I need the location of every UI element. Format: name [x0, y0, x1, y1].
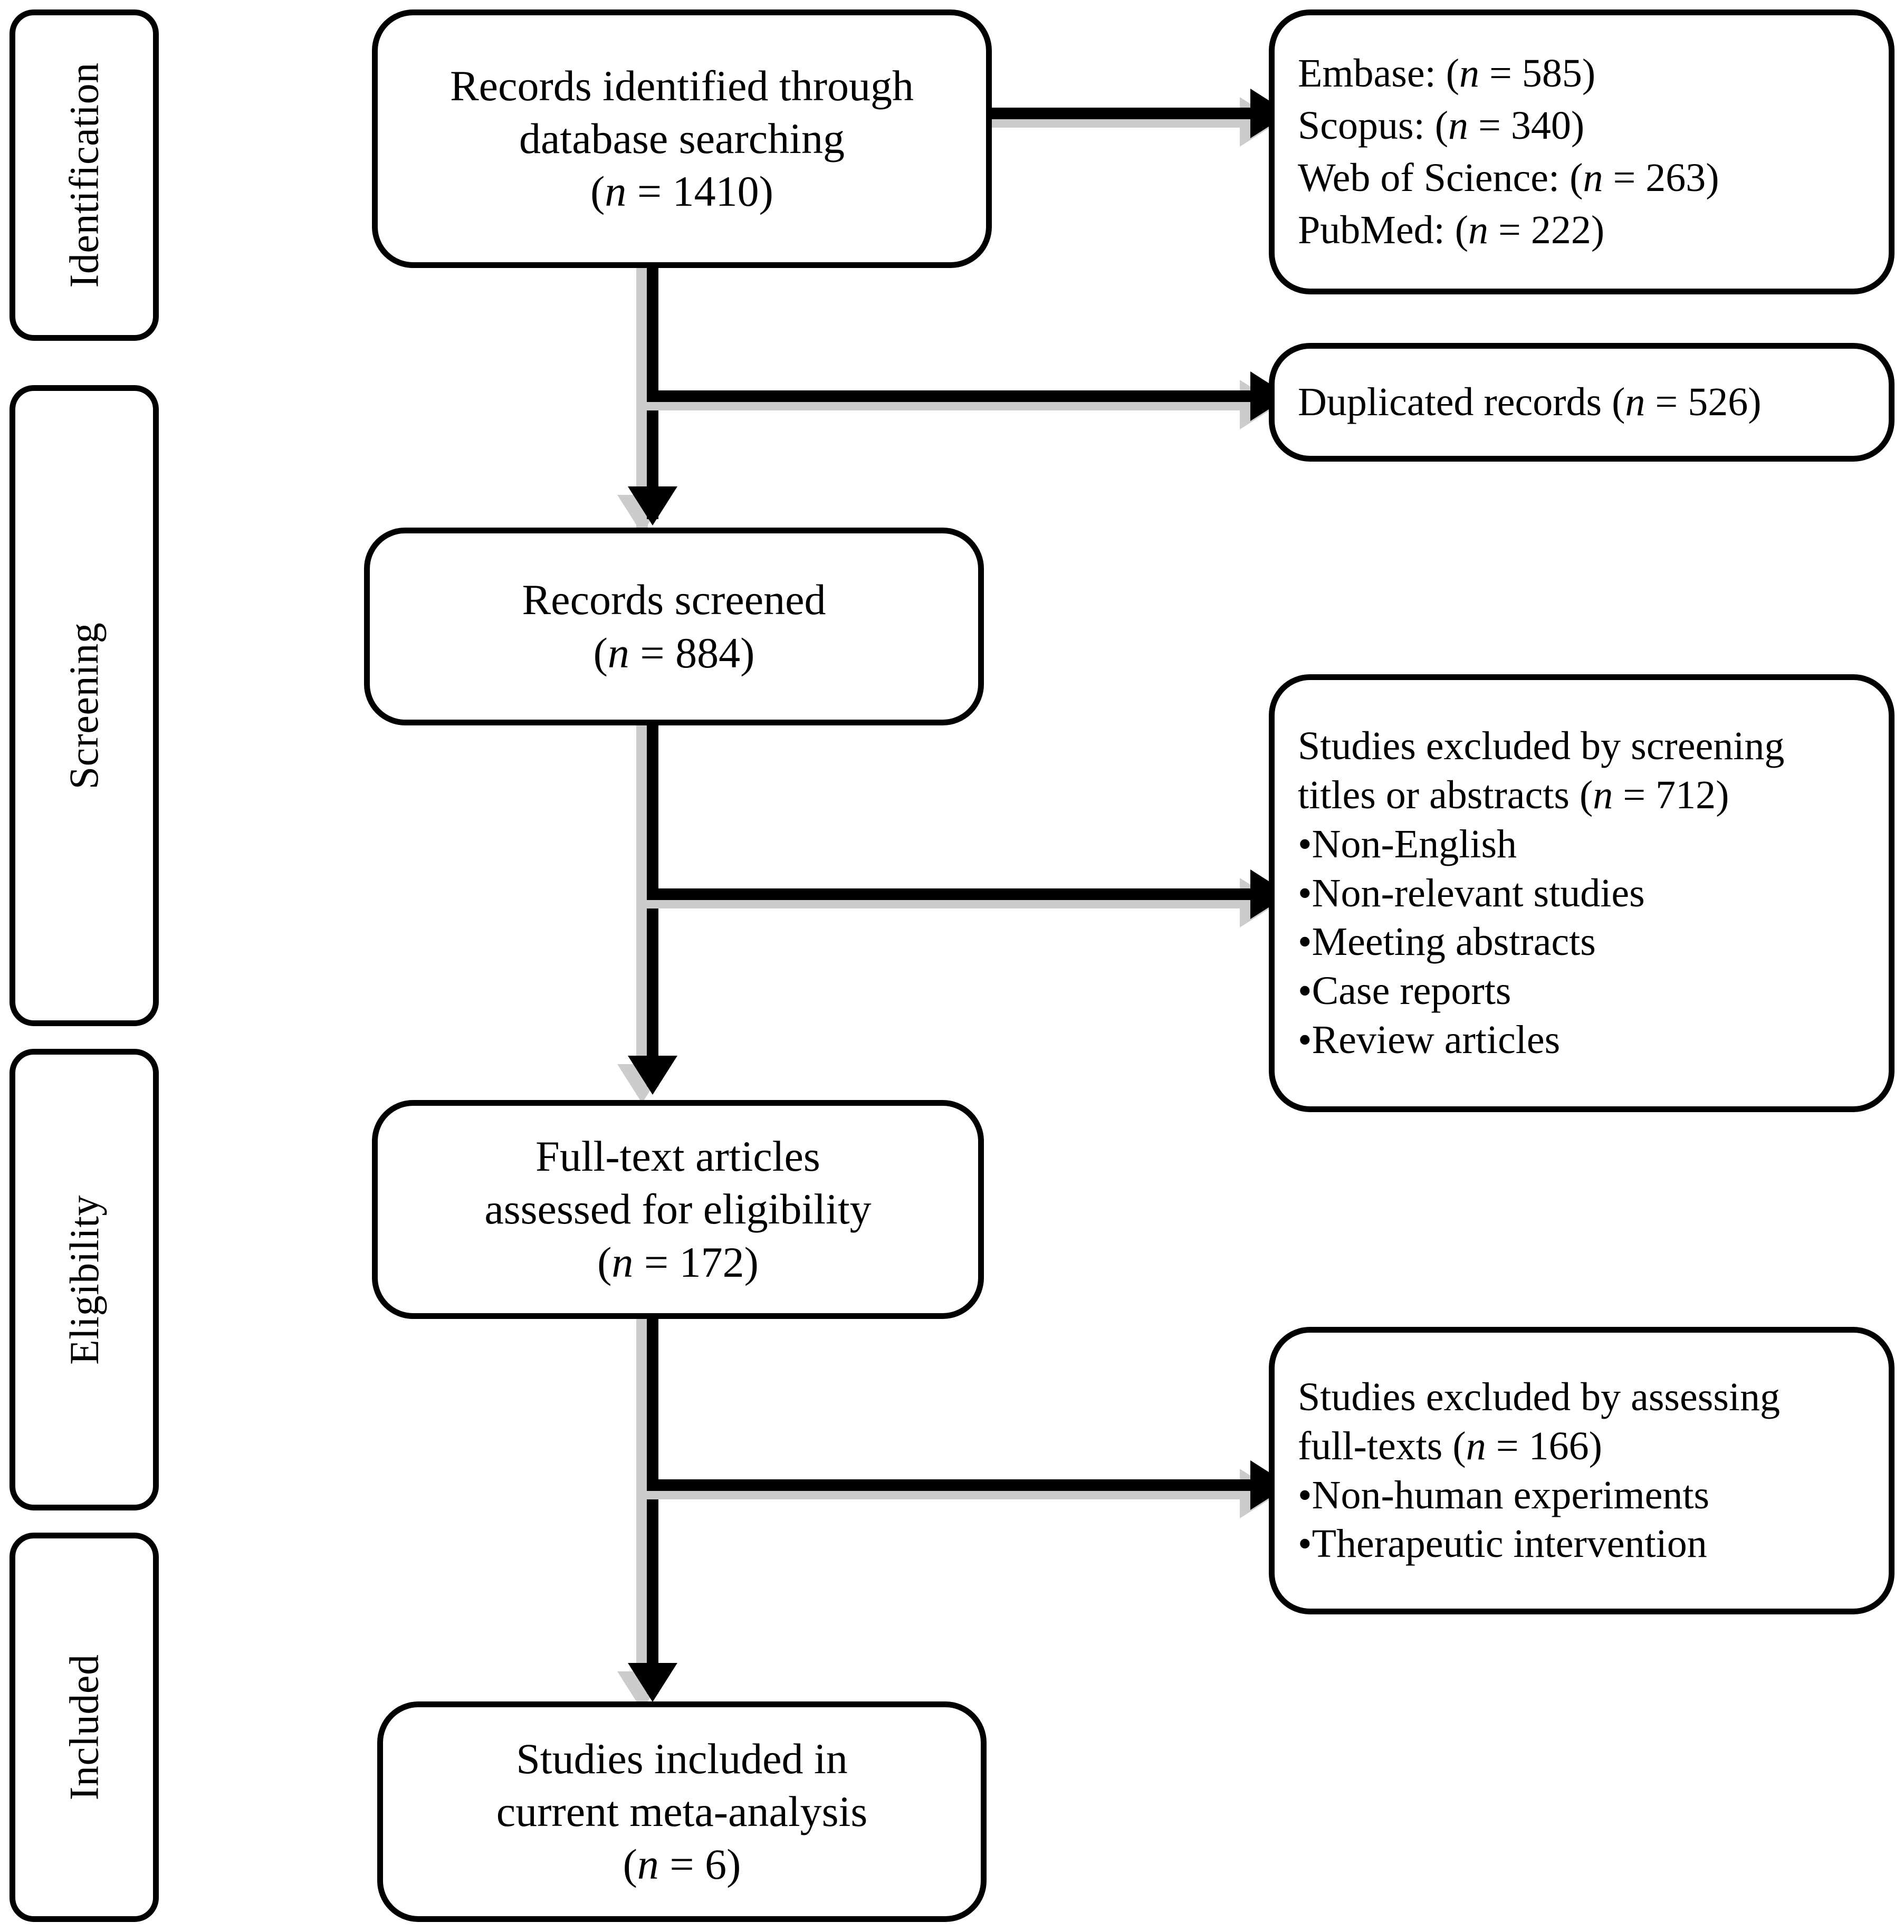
- connector-spine-to-duplicates: [647, 390, 1285, 402]
- italic-n: n: [1448, 103, 1468, 148]
- excluded-screening-bullet-4: •Review articles: [1298, 1017, 1561, 1062]
- italic-n: n: [605, 167, 627, 216]
- arrow-fulltext-to-included: [628, 1663, 677, 1702]
- stage-label-included: Included: [61, 1654, 107, 1801]
- included-line2: current meta-analysis: [496, 1787, 868, 1835]
- connector-identified-to-screened: [647, 255, 658, 519]
- stage-label-screening: Screening: [61, 622, 107, 789]
- records-identified-line2: database searching: [519, 114, 845, 162]
- fulltext-line1: Full-text articles: [535, 1132, 820, 1181]
- box-fulltext-assessed: Full-text articles assessed for eligibil…: [372, 1100, 984, 1319]
- connector-spine-to-excluded-screening: [647, 888, 1285, 900]
- box-duplicated-records: Duplicated records (n = 526): [1269, 343, 1895, 462]
- italic-n: n: [1466, 1423, 1486, 1468]
- connector-shadow-fulltext-to-included: [636, 1319, 648, 1702]
- box-records-identified-text: Records identified through database sear…: [391, 60, 972, 218]
- excluded-fulltext-bullet-1: •Therapeutic intervention: [1298, 1522, 1707, 1566]
- stage-box-identification: Identification: [9, 9, 159, 341]
- italic-n: n: [1468, 207, 1488, 252]
- excluded-screening-line2: titles or abstracts (n = 712): [1298, 773, 1729, 818]
- italic-n: n: [607, 628, 629, 677]
- database-row-web-of-science: Web of Science: (n = 263): [1298, 156, 1719, 200]
- excluded-fulltext-bullet-0: •Non-human experiments: [1298, 1472, 1710, 1517]
- excluded-screening-bullet-2: •Meeting abstracts: [1298, 920, 1596, 964]
- italic-n: n: [611, 1238, 634, 1286]
- excluded-fulltext-line1: Studies excluded by assessing: [1298, 1375, 1781, 1420]
- records-identified-line1: Records identified through: [449, 61, 914, 110]
- box-studies-included: Studies included in current meta-analysi…: [377, 1701, 987, 1922]
- records-screened-count: (n = 884): [593, 628, 755, 677]
- italic-n: n: [1459, 51, 1480, 96]
- stage-label-identification: Identification: [61, 62, 107, 288]
- excluded-screening-line1: Studies excluded by screening: [1298, 724, 1785, 769]
- italic-n: n: [1625, 380, 1645, 425]
- database-counts-list: Embase: (n = 585) Scopus: (n = 340) Web …: [1288, 47, 1875, 256]
- excluded-screening-bullet-1: •Non-relevant studies: [1298, 871, 1645, 915]
- connector-spine-to-excluded-fulltext: [647, 1479, 1285, 1491]
- box-fulltext-assessed-text: Full-text articles assessed for eligibil…: [391, 1130, 964, 1288]
- database-row-pubmed: PubMed: (n = 222): [1298, 207, 1605, 252]
- stage-label-eligibility: Eligibility: [61, 1194, 107, 1365]
- database-row-scopus: Scopus: (n = 340): [1298, 103, 1585, 148]
- connector-shadow-identified-to-screened: [636, 264, 648, 528]
- box-records-screened-text: Records screened (n = 884): [384, 573, 964, 679]
- stage-box-included: Included: [9, 1533, 159, 1922]
- box-excluded-by-fulltext: Studies excluded by assessing full-texts…: [1269, 1327, 1895, 1614]
- italic-n: n: [637, 1840, 659, 1889]
- included-count: (n = 6): [623, 1840, 741, 1889]
- records-identified-count: (n = 1410): [590, 167, 773, 216]
- excluded-fulltext-line2: full-texts (n = 166): [1298, 1423, 1602, 1468]
- excluded-by-screening-text: Studies excluded by screening titles or …: [1288, 722, 1875, 1064]
- arrow-identified-to-screened: [628, 486, 677, 525]
- italic-n: n: [1583, 156, 1603, 200]
- duplicated-records-line: Duplicated records (n = 526): [1298, 380, 1762, 425]
- box-studies-included-text: Studies included in current meta-analysi…: [397, 1733, 967, 1891]
- fulltext-line2: assessed for eligibility: [484, 1185, 872, 1233]
- box-records-screened: Records screened (n = 884): [364, 528, 984, 725]
- excluded-screening-bullet-0: •Non-English: [1298, 821, 1517, 866]
- included-line1: Studies included in: [516, 1734, 848, 1783]
- database-row-embase: Embase: (n = 585): [1298, 51, 1596, 96]
- box-database-counts: Embase: (n = 585) Scopus: (n = 340) Web …: [1269, 9, 1895, 294]
- arrow-screened-to-fulltext: [628, 1056, 677, 1095]
- italic-n: n: [1593, 773, 1613, 818]
- connector-fulltext-to-included: [647, 1311, 658, 1694]
- box-excluded-by-screening: Studies excluded by screening titles or …: [1269, 674, 1895, 1112]
- stage-box-screening: Screening: [9, 385, 159, 1026]
- excluded-by-fulltext-text: Studies excluded by assessing full-texts…: [1288, 1373, 1875, 1568]
- box-records-identified: Records identified through database sear…: [372, 9, 992, 268]
- excluded-screening-bullet-3: •Case reports: [1298, 969, 1511, 1013]
- duplicated-records-text: Duplicated records (n = 526): [1288, 376, 1875, 428]
- records-screened-line1: Records screened: [522, 576, 826, 624]
- stage-box-eligibility: Eligibility: [9, 1049, 159, 1510]
- connector-shadow-screened-to-fulltext: [636, 725, 648, 1095]
- fulltext-count: (n = 172): [597, 1238, 759, 1286]
